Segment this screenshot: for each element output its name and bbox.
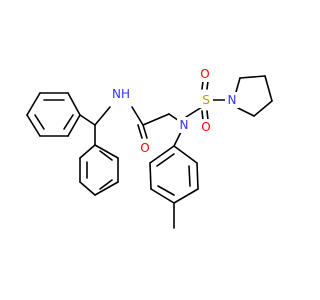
atom-label-amide-nh: NH [112,87,130,101]
atom-label-aniline-n: N [180,118,189,132]
atom-label-sulfonyl-s: S [202,93,210,107]
atom-label-sulfonyl-o-top: O [200,67,209,81]
atom-label-amide-o: O [140,141,149,155]
atom-label-sulfonyl-o-bottom: O [201,120,210,134]
atom-label-layer: NH O N S O O N [109,66,239,156]
molecule-structure-diagram: NH O N S O O N [26,66,273,229]
bond-layer [26,75,273,229]
atom-label-pyrrolidine-n: N [228,93,237,107]
